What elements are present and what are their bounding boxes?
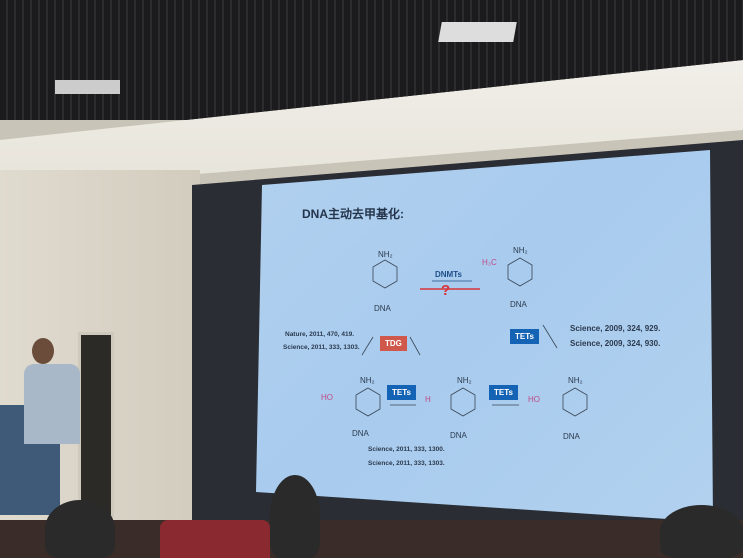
hydroxymethylcytosine-ring bbox=[562, 387, 588, 417]
dna-label: DNA bbox=[563, 432, 580, 441]
carboxyl-label: HO bbox=[321, 393, 333, 402]
speaker-body bbox=[24, 364, 80, 444]
tets-tag: TETs bbox=[387, 385, 416, 400]
methyl-label: H₃C bbox=[482, 258, 497, 267]
question-mark: ? bbox=[441, 282, 451, 299]
hydroxyl-label: HO bbox=[528, 395, 540, 404]
dna-label: DNA bbox=[450, 431, 467, 440]
ref-left-2: Science, 2011, 333, 1303. bbox=[283, 344, 360, 351]
arrow bbox=[409, 336, 421, 356]
ref-right-2: Science, 2009, 324, 930. bbox=[570, 339, 661, 348]
ceiling-vent bbox=[55, 80, 120, 94]
formylcytosine-ring bbox=[450, 387, 476, 417]
speaker-head bbox=[32, 338, 54, 364]
slide-title: DNA主动去甲基化: bbox=[302, 207, 404, 221]
audience-head bbox=[660, 505, 743, 558]
nh2-label: NH₂ bbox=[513, 246, 528, 255]
tdg-tag: TDG bbox=[380, 336, 407, 351]
ref-bottom-1: Science, 2011, 333, 1300. bbox=[368, 446, 445, 453]
tets-tag: TETs bbox=[489, 385, 518, 400]
nh2-label: NH₂ bbox=[568, 376, 583, 385]
arrow bbox=[542, 324, 558, 349]
dna-label: DNA bbox=[374, 304, 391, 313]
ref-left-1: Nature, 2011, 470, 419. bbox=[285, 331, 355, 338]
dnmts-label: DNMTs bbox=[435, 270, 462, 279]
seat bbox=[160, 520, 270, 558]
tets-tag: TETs bbox=[510, 329, 539, 344]
audience-head bbox=[45, 500, 115, 558]
dna-label: DNA bbox=[352, 429, 369, 438]
arrow bbox=[361, 336, 374, 356]
ref-bottom-2: Science, 2011, 333, 1303. bbox=[368, 460, 445, 467]
formyl-h-label: H bbox=[425, 395, 431, 404]
nh2-label: NH₂ bbox=[457, 376, 472, 385]
ref-right-1: Science, 2009, 324, 929. bbox=[570, 324, 661, 333]
auditorium-seats bbox=[0, 520, 743, 558]
carboxylcytosine-ring bbox=[355, 387, 381, 417]
cytosine-ring bbox=[372, 259, 398, 289]
methylcytosine-ring bbox=[507, 257, 533, 287]
dna-label: DNA bbox=[510, 300, 527, 309]
audience-head bbox=[270, 475, 320, 558]
nh2-label: NH₂ bbox=[378, 250, 393, 259]
nh2-label: NH₂ bbox=[360, 376, 375, 385]
